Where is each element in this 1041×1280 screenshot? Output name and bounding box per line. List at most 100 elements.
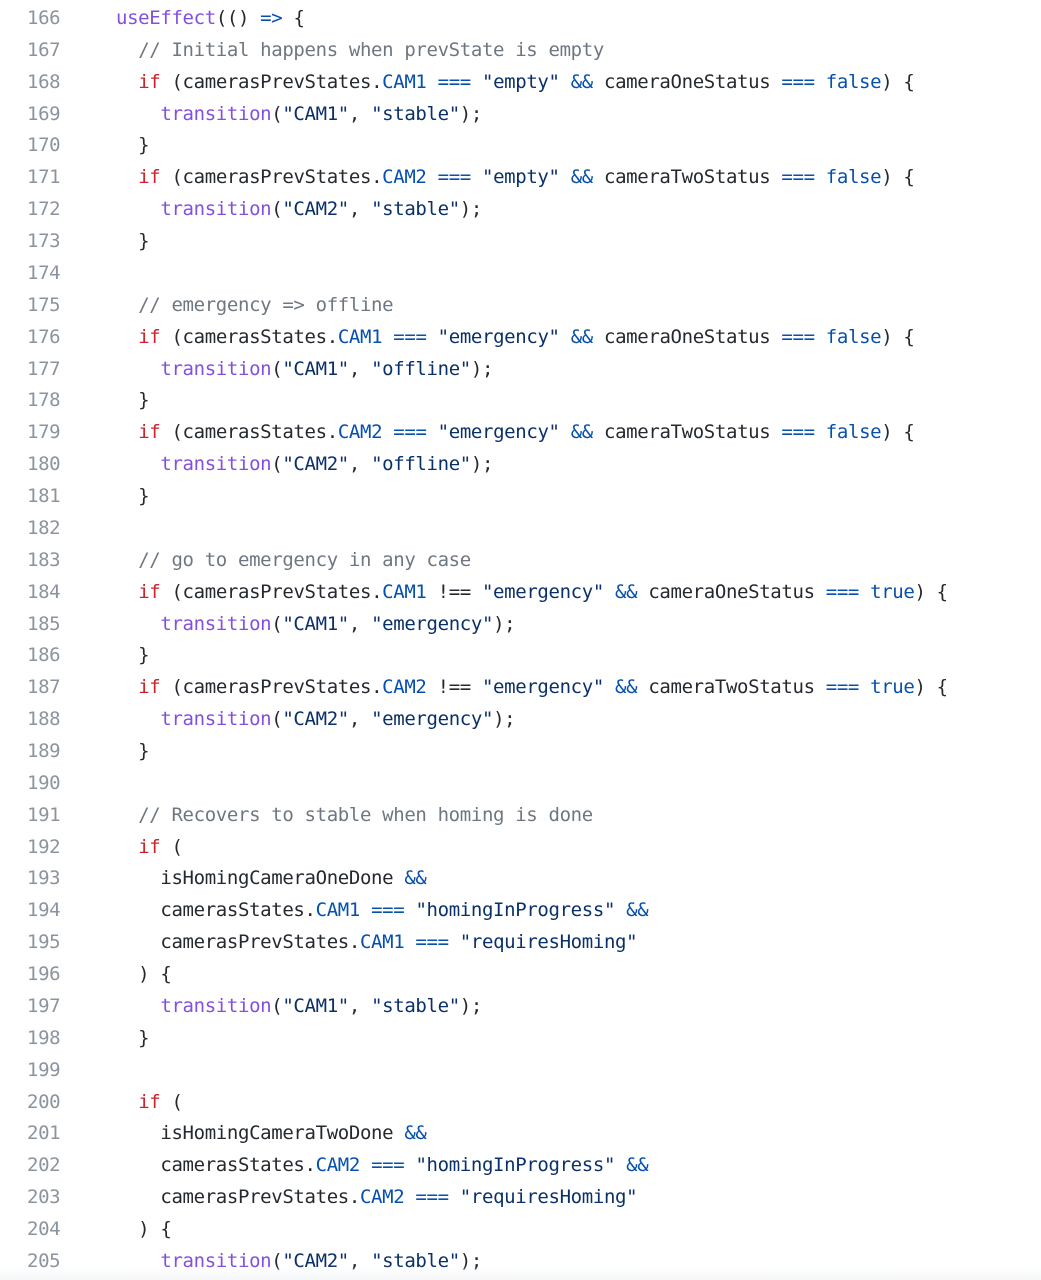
line-number[interactable]: 198 <box>27 1026 61 1049</box>
line-number[interactable]: 196 <box>27 963 61 986</box>
function-token: transition <box>160 994 272 1017</box>
line-number[interactable]: 202 <box>27 1154 61 1177</box>
line-code: transition("CAM1", "offline"); <box>116 354 493 386</box>
line-code: // go to emergency in any case <box>116 545 471 577</box>
line-number[interactable]: 192 <box>27 835 61 858</box>
code-line: 200 if ( <box>0 1087 1041 1119</box>
code-text: (camerasPrevStates. <box>160 676 383 699</box>
code-text: , <box>348 994 372 1017</box>
code-text <box>471 166 482 188</box>
code-text <box>815 421 826 443</box>
code-text <box>360 1154 371 1176</box>
line-code: isHomingCameraTwoDone && <box>116 1118 427 1150</box>
code-line: 167 // Initial happens when prevState is… <box>0 35 1041 67</box>
line-code: if ( <box>116 1087 183 1119</box>
line-number[interactable]: 181 <box>27 485 61 508</box>
line-number[interactable]: 166 <box>27 7 61 29</box>
property-token: CAM1 <box>382 70 427 93</box>
line-number[interactable]: 197 <box>27 994 61 1017</box>
line-number[interactable]: 184 <box>27 580 61 603</box>
line-number[interactable]: 201 <box>27 1122 61 1145</box>
string-token: "emergency" <box>481 676 604 699</box>
line-number[interactable]: 178 <box>27 389 61 412</box>
line-number[interactable]: 200 <box>27 1090 61 1113</box>
line-number[interactable]: 168 <box>27 70 61 93</box>
code-text <box>859 581 870 603</box>
property-token: CAM1 <box>382 580 427 603</box>
string-token: "stable" <box>371 102 460 125</box>
code-line: 173 } <box>0 226 1041 258</box>
line-number[interactable]: 185 <box>27 612 61 635</box>
operator-token: && <box>570 325 594 348</box>
code-text: } <box>116 1026 150 1049</box>
code-text: camerasStates. <box>116 899 316 922</box>
code-text <box>116 326 138 348</box>
keyword-token: if <box>138 1090 161 1113</box>
comment-token: // go to emergency in any case <box>138 548 471 571</box>
line-number[interactable]: 195 <box>27 931 61 954</box>
line-number[interactable]: 167 <box>27 38 61 61</box>
line-number[interactable]: 187 <box>27 676 61 699</box>
code-text <box>116 1250 160 1272</box>
code-text: , <box>348 612 372 635</box>
line-number[interactable]: 193 <box>27 867 61 890</box>
comment-token: // emergency => offline <box>138 293 394 316</box>
code-text <box>427 166 438 188</box>
function-token: transition <box>160 1249 272 1272</box>
line-number[interactable]: 205 <box>27 1249 61 1272</box>
operator-token: && <box>404 867 427 890</box>
code-line: 203 camerasPrevStates.CAM2 === "requires… <box>0 1182 1041 1214</box>
line-number[interactable]: 188 <box>27 708 61 731</box>
line-code: } <box>116 385 149 417</box>
line-code: if (camerasStates.CAM1 === "emergency" &… <box>116 322 915 354</box>
line-code: // emergency => offline <box>116 290 393 322</box>
line-number[interactable]: 176 <box>27 325 61 348</box>
line-number[interactable]: 186 <box>27 644 61 667</box>
code-line: 182 <box>0 513 1041 545</box>
line-number[interactable]: 169 <box>27 102 61 125</box>
property-token: CAM1 <box>315 899 361 922</box>
string-token: "stable" <box>371 994 460 1017</box>
code-text: (camerasPrevStates. <box>160 580 383 603</box>
code-line: 183 // go to emergency in any case <box>0 545 1041 577</box>
code-text: cameraOneStatus <box>637 580 826 603</box>
line-number[interactable]: 203 <box>27 1186 61 1209</box>
line-number[interactable]: 204 <box>27 1218 61 1241</box>
line-number[interactable]: 175 <box>27 293 61 316</box>
code-text: ); <box>470 453 494 476</box>
line-code: transition("CAM2", "emergency"); <box>116 704 515 736</box>
code-text <box>449 931 460 953</box>
string-token: "CAM1" <box>282 357 349 380</box>
line-number[interactable]: 194 <box>27 899 61 922</box>
code-text: cameraOneStatus <box>592 325 782 348</box>
line-number[interactable]: 177 <box>27 357 61 380</box>
line-number[interactable]: 171 <box>27 166 61 189</box>
line-code: transition("CAM2", "stable"); <box>116 1246 482 1278</box>
line-number[interactable]: 174 <box>27 261 61 284</box>
code-text <box>615 1154 626 1176</box>
code-text: ( <box>271 453 283 476</box>
line-number[interactable]: 173 <box>27 230 61 253</box>
property-token: CAM2 <box>359 1186 405 1209</box>
line-number[interactable]: 172 <box>27 198 61 221</box>
line-number[interactable]: 170 <box>27 134 61 157</box>
line-code: transition("CAM1", "emergency"); <box>116 609 515 641</box>
line-number[interactable]: 180 <box>27 453 61 476</box>
line-number[interactable]: 179 <box>27 421 61 444</box>
line-number[interactable]: 183 <box>27 548 61 571</box>
line-number[interactable]: 199 <box>27 1058 61 1081</box>
boolean-token: false <box>825 70 882 93</box>
keyword-token: if <box>138 166 161 189</box>
keyword-token: if <box>138 676 161 699</box>
keyword-token: if <box>138 325 161 348</box>
code-text <box>116 103 160 125</box>
line-number[interactable]: 190 <box>27 771 61 794</box>
string-token: "stable" <box>371 198 460 221</box>
code-text: ( <box>271 708 283 731</box>
line-number[interactable]: 182 <box>27 516 61 539</box>
code-text: cameraTwoStatus <box>637 676 826 699</box>
line-number[interactable]: 191 <box>27 803 61 826</box>
line-number[interactable]: 189 <box>27 740 61 762</box>
